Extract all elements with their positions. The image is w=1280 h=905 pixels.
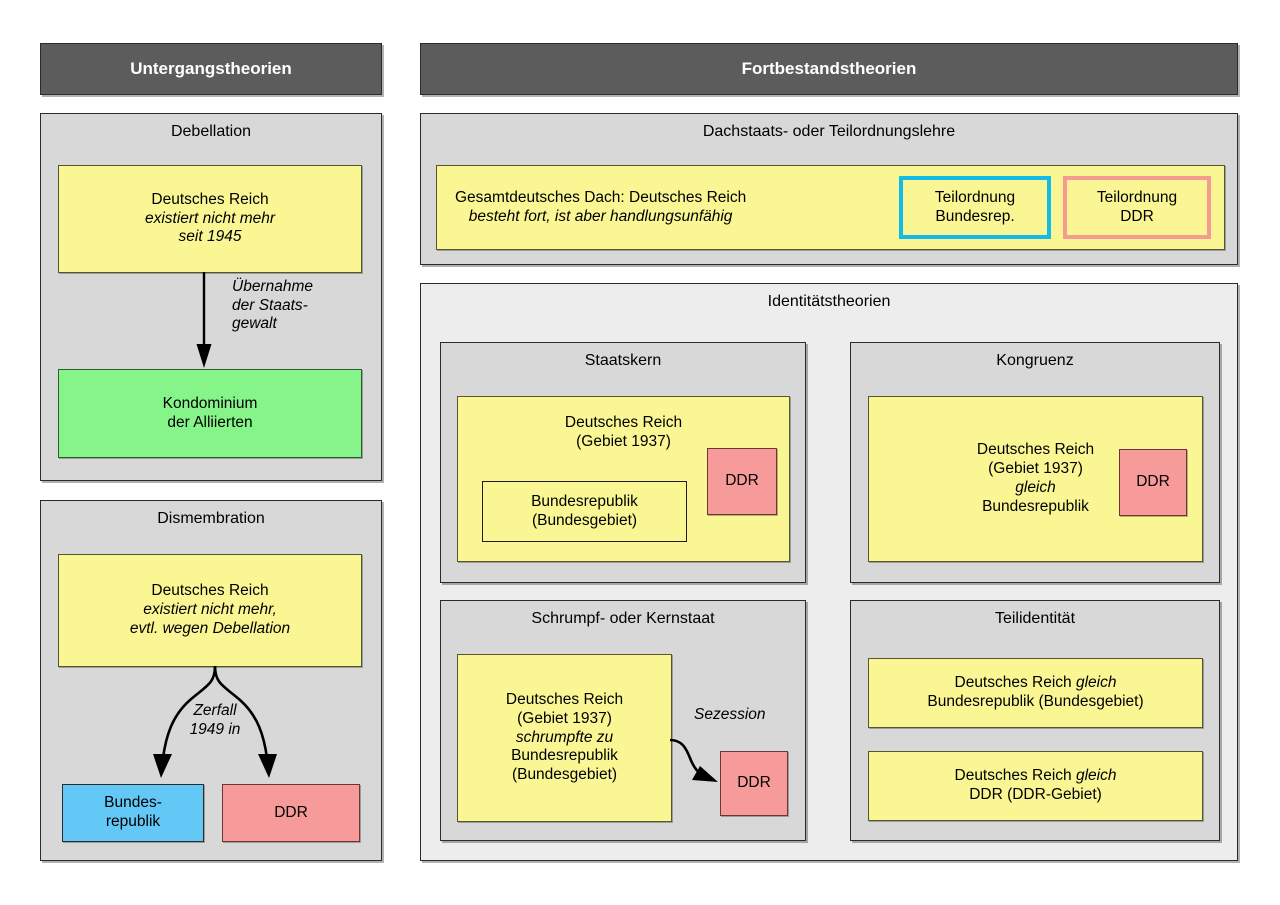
column-header-untergangstheorien-label: Untergangstheorien bbox=[130, 59, 292, 78]
box-staatskern-reich: Deutsches Reich (Gebiet 1937) bbox=[457, 396, 790, 562]
box-staatskern-reich-line2: (Gebiet 1937) bbox=[576, 432, 671, 450]
box-dismembration-reich: Deutsches Reich existiert nicht mehr, ev… bbox=[58, 554, 362, 667]
box-teilordnung-ddr-line1: Teilordnung bbox=[1096, 188, 1178, 206]
arrow-zerfall-caption-line2: 1949 in bbox=[189, 720, 241, 738]
panel-staatskern-title: Staatskern bbox=[584, 352, 662, 369]
box-staatskern-bundesrepublik-line2: (Bundesgebiet) bbox=[531, 511, 638, 529]
box-kongruenz-reich-line2: (Gebiet 1937) bbox=[988, 460, 1083, 478]
box-kondominium-line1: Kondominium bbox=[162, 394, 258, 412]
box-debellation-reich-line1: Deutsches Reich bbox=[151, 190, 269, 208]
panel-dachstaat-title: Dachstaats- oder Teilordnungslehre bbox=[702, 123, 956, 140]
box-teilidentitaet-ddr-line1-b: gleich bbox=[1075, 767, 1117, 785]
box-schrumpfstaat-reich-line4: Bundesrepublik bbox=[511, 747, 618, 765]
box-staatskern-reich-line1: Deutsches Reich bbox=[564, 414, 683, 431]
box-teilordnung-bundesrepublik-line2: Bundesrep. bbox=[935, 207, 1015, 225]
arrow-uebernahme bbox=[196, 272, 212, 368]
box-teilordnung-ddr-line2: DDR bbox=[1120, 207, 1154, 225]
box-teilidentitaet-ddr: Deutsches Reich gleich DDR (DDR-Gebiet) bbox=[868, 751, 1203, 821]
box-debellation-reich-line3: seit 1945 bbox=[178, 228, 242, 246]
box-kongruenz-ddr-label: DDR bbox=[1136, 473, 1170, 491]
box-dachstaat-line1: Gesamtdeutsches Dach: Deutsches Reich bbox=[455, 188, 747, 206]
arrow-zerfall-caption: Zerfall 1949 in bbox=[160, 702, 270, 739]
box-teilidentitaet-bundesrepublik: Deutsches Reich gleich Bundesrepublik (B… bbox=[868, 658, 1203, 728]
box-kongruenz-reich-line3: gleich bbox=[1015, 479, 1056, 496]
box-teilidentitaet-bundesrepublik-line1-b: gleich bbox=[1075, 674, 1117, 692]
box-schrumpfstaat-reich-line5: (Bundesgebiet) bbox=[511, 766, 618, 784]
box-schrumpfstaat-ddr-label: DDR bbox=[737, 774, 771, 792]
box-teilidentitaet-bundesrepublik-line1-a: Deutsches Reich bbox=[954, 674, 1076, 692]
arrow-uebernahme-caption: Übernahme der Staats- gewalt bbox=[232, 278, 357, 334]
box-dismembration-reich-line1: Deutsches Reich bbox=[151, 582, 269, 600]
box-teilidentitaet-ddr-line1-a: Deutsches Reich bbox=[954, 767, 1076, 785]
box-dachstaat-line2: besteht fort, ist aber handlungsunfähig bbox=[468, 207, 733, 225]
box-dachstaat-text: Gesamtdeutsches Dach: Deutsches Reich be… bbox=[455, 189, 746, 227]
box-debellation-reich-line2: existiert nicht mehr bbox=[144, 209, 276, 227]
panel-kongruenz-title: Kongruenz bbox=[996, 352, 1074, 369]
box-dismembration-bundesrepublik-line2: republik bbox=[105, 813, 161, 830]
arrow-zerfall-fork bbox=[153, 665, 277, 778]
box-dismembration-reich-line2: existiert nicht mehr, bbox=[143, 601, 277, 619]
box-teilidentitaet-bundesrepublik-line2: Bundesrepublik (Bundesgebiet) bbox=[927, 693, 1144, 710]
panel-teilidentitaet-title: Teilidentität bbox=[994, 610, 1076, 627]
box-staatskern-bundesrepublik: Bundesrepublik (Bundesgebiet) bbox=[482, 481, 687, 542]
box-teilordnung-bundesrepublik: Teilordnung Bundesrep. bbox=[899, 176, 1051, 239]
column-header-untergangstheorien: Untergangstheorien bbox=[40, 43, 382, 95]
box-debellation-reich: Deutsches Reich existiert nicht mehr sei… bbox=[58, 165, 362, 273]
box-teilidentitaet-bundesrepublik-line1: Deutsches Reich gleich bbox=[955, 674, 1117, 693]
box-teilidentitaet-ddr-line2: DDR (DDR-Gebiet) bbox=[969, 786, 1102, 803]
arrow-uebernahme-caption-line2: der Staats- bbox=[232, 296, 308, 314]
panel-identitaetstheorien-title: Identitätstheorien bbox=[767, 293, 891, 310]
panel-schrumpfstaat-title: Schrumpf- oder Kernstaat bbox=[531, 610, 715, 627]
box-kondominium: Kondominium der Alliierten bbox=[58, 369, 362, 458]
box-schrumpfstaat-ddr: DDR bbox=[720, 751, 788, 816]
box-staatskern-ddr-label: DDR bbox=[725, 472, 759, 490]
column-header-fortbestandstheorien-label: Fortbestandstheorien bbox=[741, 59, 917, 78]
box-kongruenz-ddr: DDR bbox=[1119, 449, 1187, 516]
box-teilidentitaet-ddr-line1: Deutsches Reich gleich bbox=[955, 767, 1117, 786]
arrow-zerfall-caption-line1: Zerfall bbox=[193, 702, 237, 719]
box-teilordnung-ddr: Teilordnung DDR bbox=[1063, 176, 1211, 239]
column-header-fortbestandstheorien: Fortbestandstheorien bbox=[420, 43, 1238, 95]
box-kongruenz-reich-line1: Deutsches Reich bbox=[976, 441, 1095, 459]
box-dismembration-bundesrepublik: Bundes- republik bbox=[62, 784, 204, 842]
arrow-uebernahme-caption-line3: gewalt bbox=[232, 315, 277, 333]
panel-dismembration-title: Dismembration bbox=[157, 510, 265, 527]
box-schrumpfstaat-reich-line3: schrumpfte zu bbox=[515, 728, 614, 746]
arrow-sezession bbox=[669, 738, 718, 782]
box-dismembration-ddr-label: DDR bbox=[274, 803, 308, 821]
box-staatskern-bundesrepublik-line1: Bundesrepublik bbox=[531, 492, 638, 510]
box-dismembration-ddr: DDR bbox=[222, 784, 360, 842]
box-kondominium-line2: der Alliierten bbox=[167, 413, 253, 431]
box-staatskern-ddr: DDR bbox=[707, 448, 777, 515]
box-kongruenz-reich-line4: Bundesrepublik bbox=[982, 497, 1089, 515]
box-dismembration-reich-line3: evtl. wegen Debellation bbox=[129, 619, 291, 637]
box-teilordnung-bundesrepublik-line1: Teilordnung bbox=[934, 188, 1016, 206]
panel-debellation-title: Debellation bbox=[170, 123, 252, 140]
arrow-uebernahme-caption-line1: Übernahme bbox=[232, 278, 313, 295]
arrow-sezession-caption: Sezession bbox=[694, 706, 804, 725]
box-schrumpfstaat-reich-line2: (Gebiet 1937) bbox=[517, 709, 612, 727]
arrow-sezession-caption-label: Sezession bbox=[694, 706, 766, 723]
box-schrumpfstaat-reich-line1: Deutsches Reich bbox=[505, 690, 624, 708]
box-dismembration-bundesrepublik-line1: Bundes- bbox=[104, 794, 162, 812]
box-schrumpfstaat-reich: Deutsches Reich (Gebiet 1937) schrumpfte… bbox=[457, 654, 672, 822]
